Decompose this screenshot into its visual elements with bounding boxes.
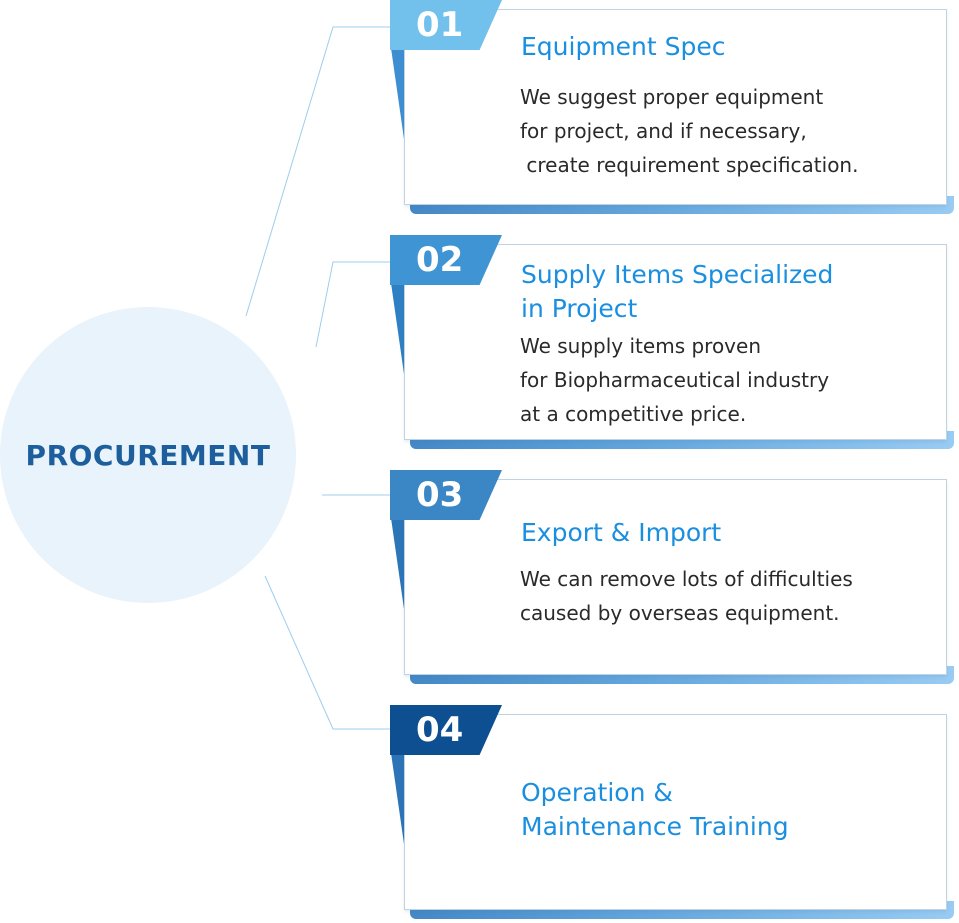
card-title: Operation & Maintenance Training [521, 776, 789, 844]
connector-02 [315, 261, 392, 348]
card-description: We supply items proven for Biopharmaceut… [520, 329, 829, 431]
card-ribbon [390, 746, 405, 851]
card-supply-items: 02 Supply Items Specialized in Project W… [390, 235, 959, 453]
title-line: Maintenance Training [521, 812, 789, 841]
title-line: Operation & [521, 778, 673, 807]
card-title: Equipment Spec [521, 30, 726, 64]
desc-line: We can remove lots of difficulties [520, 567, 853, 591]
title-line: Supply Items Specialized [521, 260, 834, 289]
desc-line: for project, and if necessary, [520, 119, 807, 143]
badge-number: 02 [416, 240, 464, 280]
title-line: Export & Import [521, 518, 722, 547]
hub-label: PROCUREMENT [25, 438, 271, 472]
desc-line: caused by overseas equipment. [520, 601, 840, 625]
desc-line: We supply items proven [520, 334, 761, 358]
connector-04 [264, 575, 392, 730]
title-line: Equipment Spec [521, 32, 726, 61]
card-ribbon [390, 511, 405, 616]
title-line: in Project [521, 294, 638, 323]
card-export-import: 03 Export & Import We can remove lots of… [390, 470, 959, 688]
desc-line: create requirement specification. [520, 153, 859, 177]
card-ribbon [390, 276, 405, 381]
desc-line: at a competitive price. [520, 402, 747, 426]
number-badge: 04 [390, 705, 502, 755]
badge-number: 01 [416, 5, 464, 45]
card-ribbon [390, 41, 405, 146]
procurement-hub: PROCUREMENT [0, 307, 296, 603]
card-panel [404, 9, 947, 205]
desc-line: for Biopharmaceutical industry [520, 368, 830, 392]
badge-number: 04 [416, 710, 464, 750]
badge-number: 03 [416, 475, 464, 515]
connector-01 [245, 26, 392, 317]
card-description: We can remove lots of difficulties cause… [520, 562, 853, 630]
desc-line: We suggest proper equipment [520, 85, 824, 109]
card-description: We suggest proper equipment for project,… [520, 80, 858, 182]
card-panel [404, 244, 947, 440]
card-title: Supply Items Specialized in Project [521, 258, 833, 326]
card-panel [404, 714, 947, 910]
card-operation-maintenance: 04 Operation & Maintenance Training [390, 705, 959, 923]
card-panel [404, 479, 947, 675]
card-title: Export & Import [521, 516, 721, 550]
card-equipment-spec: 01 Equipment Spec We suggest proper equi… [390, 0, 959, 218]
